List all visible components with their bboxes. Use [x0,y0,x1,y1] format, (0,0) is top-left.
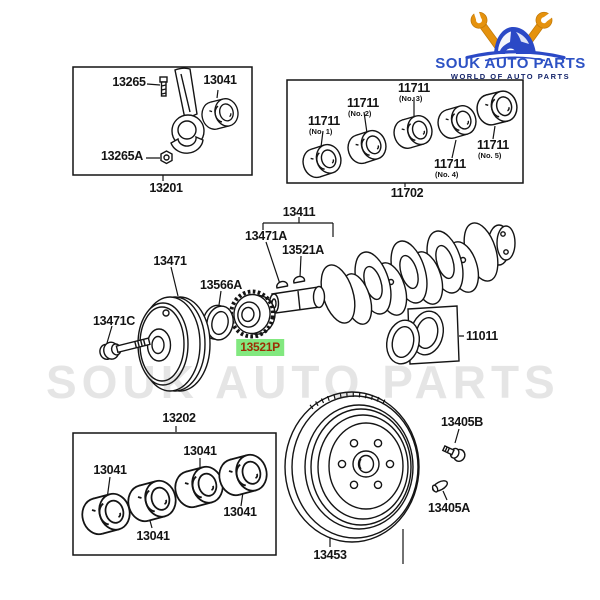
dowel-pin-drawing [431,480,449,493]
label-lower-bearing-assembly: 13202 [162,411,196,425]
pulley-bolt-drawing [99,337,151,361]
label-main-bearing-5: 11711 (No. 5) [477,138,509,161]
label-crankshaft: 13411 [282,205,316,219]
label-rod-assembly: 13201 [149,181,183,195]
label-pulley-bolt: 13471C [93,314,135,328]
label-main-bearing-assembly: 11702 [390,186,424,200]
part-position: (No. 3) [399,94,423,104]
label-main-bearing-2: 11711 (No. 2) [347,96,379,119]
label-lower-bearing-2: 13041 [136,529,170,543]
label-timing-gear-highlighted: 13521P [236,339,284,356]
part-number: 11711 [434,157,466,171]
woodruff-keys-drawing [276,275,306,289]
lower-bearing-box [72,432,277,556]
label-lower-bearing-4: 13041 [223,505,257,519]
flywheel-bolt-drawing [441,445,466,462]
label-gear-key: 13521A [282,243,324,257]
bearing-set-drawing [385,305,460,365]
label-rod-bearing: 13041 [203,73,237,87]
label-pulley-key: 13471A [245,229,287,243]
label-main-bearing-1: 11711 (No. 1) [308,114,340,137]
label-oil-seal: 13566A [200,278,242,292]
part-number: 11711 [398,81,430,95]
part-position: (No. 4) [435,170,459,180]
label-flywheel-bolt: 13405B [441,415,483,429]
connecting-rod-drawing [159,67,205,165]
rod-bearing-shell-drawing [198,95,242,133]
label-rod-nut: 13265A [101,149,143,163]
logo-subtitle: WORLD OF AUTO PARTS [450,72,571,81]
flywheel-drawing [284,391,420,543]
timing-gear-drawing [228,289,276,339]
part-number: 11711 [308,114,340,128]
label-lower-bearing-3: 13041 [183,444,217,458]
part-position: (No. 1) [309,127,333,137]
part-position: (No. 5) [478,151,502,161]
part-position: (No. 2) [348,109,372,119]
label-rod-bolt: 13265 [112,75,146,89]
logo-icon [464,5,566,62]
part-number: 11711 [477,138,509,152]
part-number: 11711 [347,96,379,110]
logo-swoosh [465,50,566,60]
label-lower-bearing-1: 13041 [93,463,127,477]
label-bearing-set: 11011 [466,329,498,343]
label-pulley: 13471 [153,254,187,268]
label-dowel-pin: 13405A [428,501,470,515]
crank-pulley-drawing [137,296,211,392]
label-main-bearing-4: 11711 (No. 4) [434,157,466,180]
label-flywheel: 13453 [313,548,347,562]
car-icon [494,27,536,54]
logo-title: SOUK AUTO PARTS [435,55,586,72]
crankshaft-drawing [268,222,516,325]
label-main-bearing-3: 11711 (No. 3) [398,81,430,104]
